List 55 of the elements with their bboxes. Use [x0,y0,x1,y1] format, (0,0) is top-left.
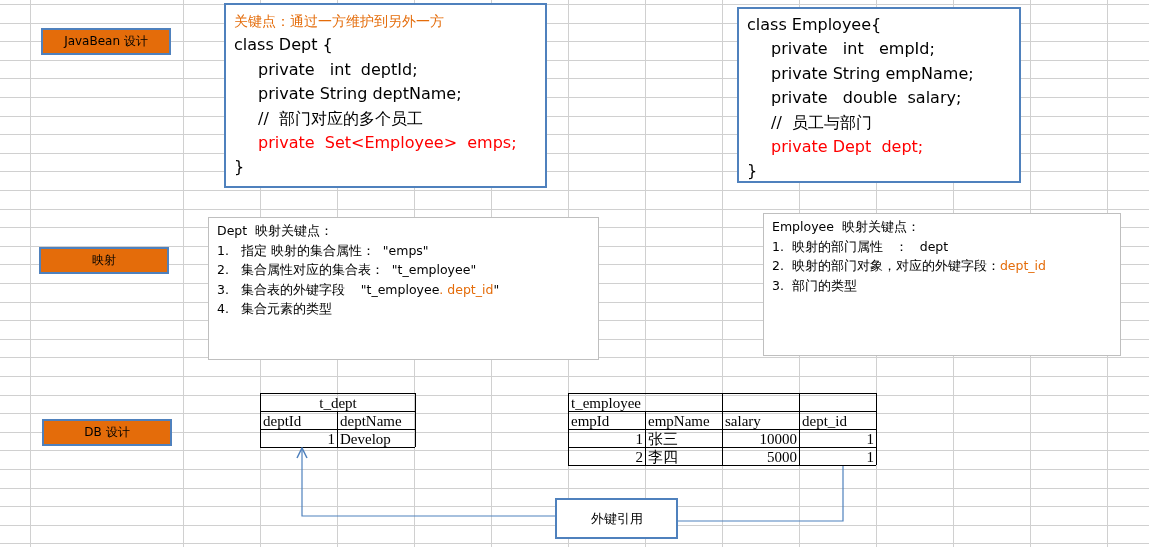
table-cell-text: 2 [634,448,644,466]
note-line: 1. 指定 映射的集合属性： "emps" [217,241,430,260]
code-line: } [747,160,759,183]
table-cell-text: empName [647,412,711,430]
note-line: Dept 映射关键点： [217,222,335,240]
table-cell-text: 1 [865,430,875,448]
section-button: 映射 [39,247,169,274]
arrow [296,447,556,517]
note-box [763,213,1121,356]
section-button: DB 设计 [42,419,172,446]
code-line: // 部门对应的多个员工 [257,107,424,130]
note-line: 4. 集合元素的类型 [217,300,333,319]
note-line: 1. 映射的部门属性 ： dept [772,237,950,256]
table-cell-text: 5000 [766,448,798,466]
table-cell-text: 张三 [647,430,679,448]
code-line: private String deptName; [257,83,463,106]
code-line: private int empId; [770,38,936,61]
note-line: Employee 映射关键点： [772,218,921,236]
code-line: } [234,156,246,179]
table-cell-text: deptName [339,412,403,430]
label-box: 外键引用 [555,498,678,539]
highlighted-text: . dept_id [439,281,494,297]
note-box [208,217,599,360]
connector-line [677,465,844,522]
code-line: 关键点：通过一方维护到另外一方 [234,12,445,31]
code-line: // 员工与部门 [770,111,873,134]
table-cell-text: 1 [865,448,875,466]
database-table [568,393,877,466]
table-cell-text: t_employee [570,394,642,412]
note-line: " [493,281,500,297]
database-table [260,393,415,448]
code-line: class Dept { [234,34,334,57]
code-line: private int deptId; [257,58,419,81]
code-line: private String empName; [770,62,975,85]
section-button: JavaBean 设计 [41,28,171,55]
highlighted-text: dept_id [999,258,1046,274]
table-cell-text: 1 [326,430,336,448]
table-cell-text: t_dept [318,394,358,412]
table-cell-text: dept_id [801,412,848,430]
code-line: private Set<Employee> emps; [257,132,518,155]
code-box [737,7,1021,183]
table-cell-text: salary [724,412,762,430]
note-line: 3. 部门的类型 [772,276,858,295]
code-line: private Dept dept; [770,136,925,159]
table-cell-text: deptId [262,412,303,430]
table-cell-text: empId [570,412,611,430]
note-line: 2. 映射的部门对象，对应的外键字段： [772,258,1000,274]
table-cell-text: 李四 [647,448,679,466]
note-line: 2. 集合属性对应的集合表： "t_employee" [217,261,478,280]
table-cell-text: Develop [339,430,392,448]
code-line: class Employee{ [747,14,883,36]
code-line: private double salary; [770,87,963,110]
table-cell-text: 1 [634,430,644,448]
code-box [224,3,547,188]
table-cell-text: 10000 [758,430,798,448]
